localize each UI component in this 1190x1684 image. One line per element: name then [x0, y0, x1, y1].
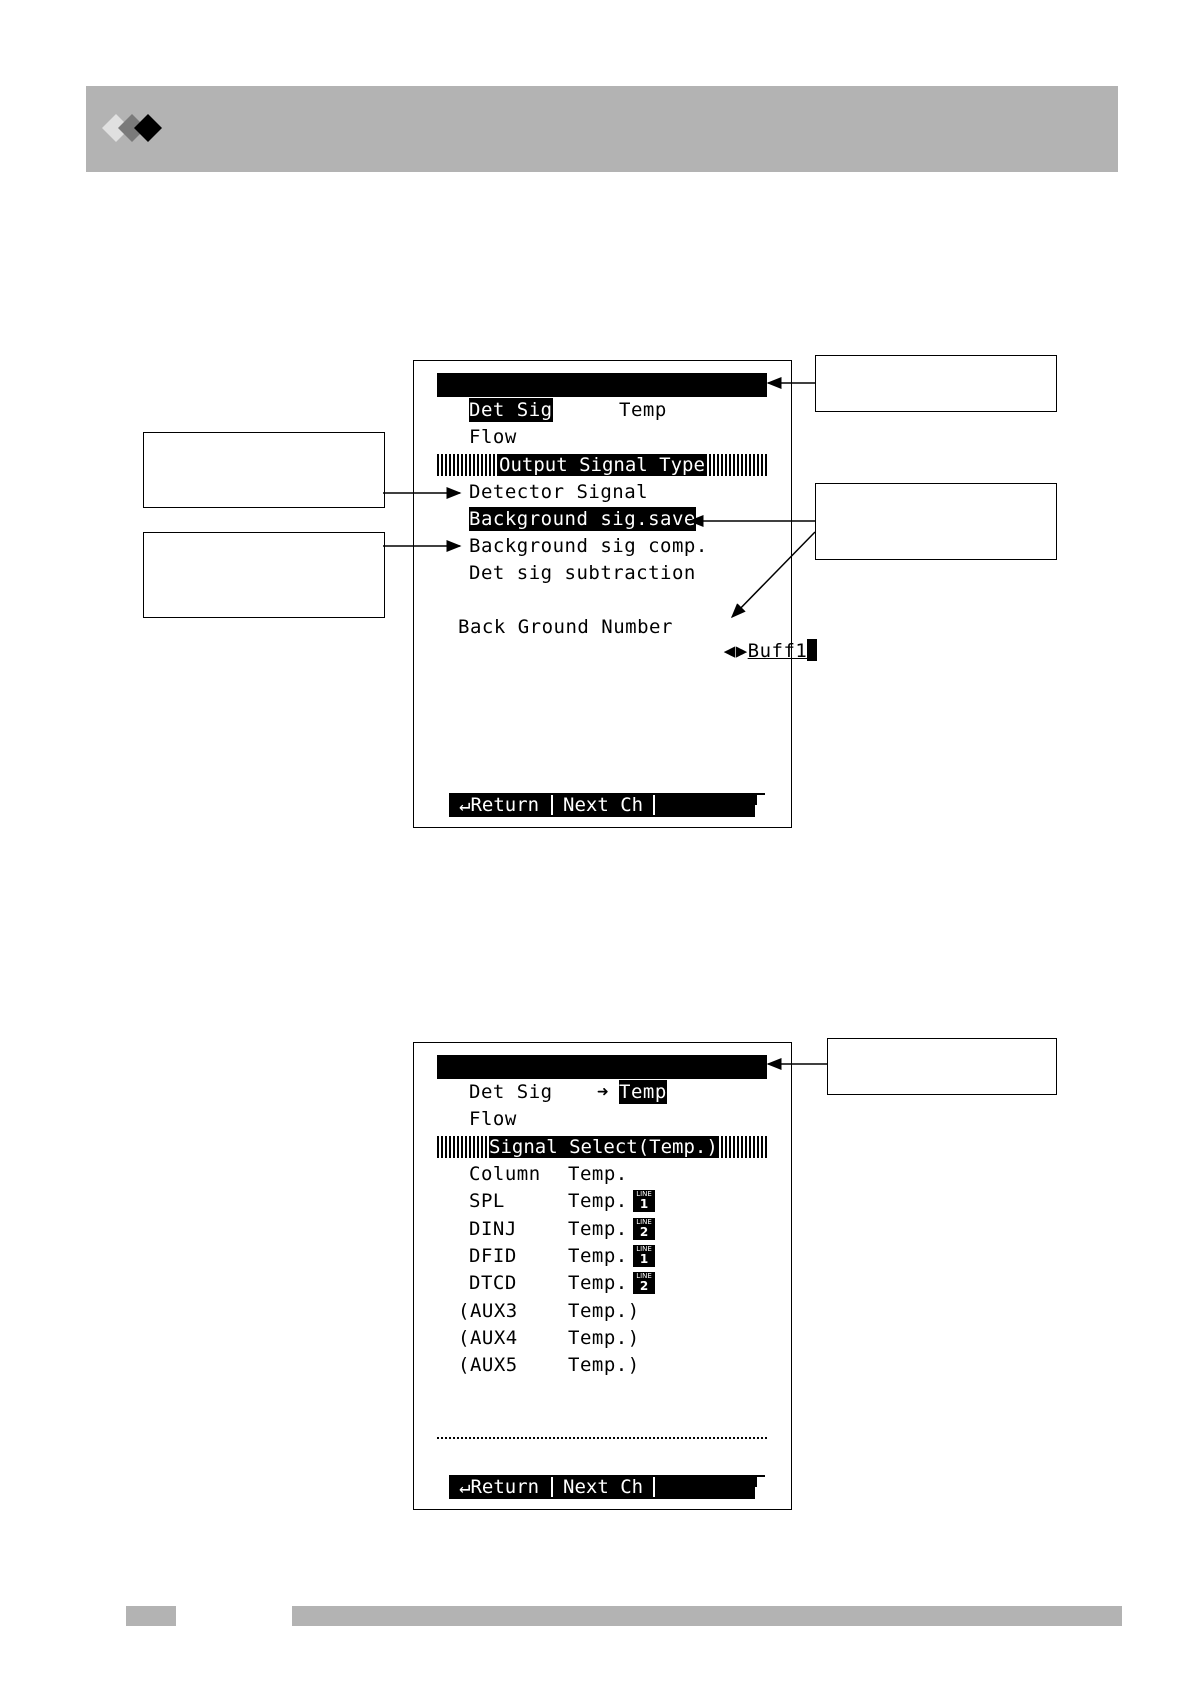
- header-bar: [86, 86, 1118, 172]
- signal-row-value[interactable]: Temp.): [568, 1326, 640, 1349]
- signal-row-name[interactable]: (AUX4: [458, 1326, 518, 1349]
- bg-number-selector[interactable]: ◀▶Buff1: [676, 615, 818, 687]
- option-background-sig-comp[interactable]: Background sig comp.: [469, 535, 708, 557]
- left-right-arrows-icon[interactable]: ◀▶: [723, 640, 748, 662]
- tab-flow[interactable]: Flow: [469, 1108, 517, 1130]
- signal-row-value[interactable]: Temp.: [568, 1163, 628, 1185]
- signal-row-value[interactable]: Temp.: [568, 1244, 628, 1267]
- lcd-screen-output-signal: Signal Setting Channel 1 Det Sig Temp Fl…: [413, 360, 818, 828]
- next-ch-softkey[interactable]: Next Ch: [563, 794, 644, 816]
- signal-row-value[interactable]: Temp.: [568, 1190, 628, 1213]
- signal-row-value[interactable]: Temp.: [568, 1217, 628, 1240]
- section-header-label: Output Signal Type: [499, 454, 705, 476]
- tab-det-sig[interactable]: Det Sig: [469, 1081, 553, 1103]
- callout-box-detector-signal: [143, 432, 385, 508]
- tab-temp[interactable]: Temp: [619, 1080, 667, 1104]
- signal-row-name[interactable]: DINJ: [469, 1217, 517, 1240]
- softkey-corner: [755, 1475, 765, 1487]
- softkey-separator: [653, 1477, 655, 1497]
- signal-row-name[interactable]: SPL: [469, 1190, 505, 1213]
- cursor-block: [807, 639, 818, 661]
- bg-number-value[interactable]: Buff1: [747, 640, 808, 662]
- footer-bar: [292, 1606, 1122, 1626]
- screen-title: Signal Setting: [437, 1080, 598, 1102]
- signal-row-name[interactable]: DFID: [469, 1244, 517, 1267]
- dotted-divider: [437, 1437, 767, 1439]
- callout-box-channel-2: [827, 1038, 1057, 1095]
- channel-label: Channel 1: [652, 1104, 755, 1126]
- screen-title-bar: Signal Setting Channel 1: [437, 373, 767, 444]
- callout-box-bg-comp: [143, 532, 385, 618]
- softkey-separator: [653, 795, 655, 815]
- softkey-separator: [551, 795, 553, 815]
- softkey-corner: [755, 793, 765, 805]
- signal-row-name[interactable]: Column: [469, 1163, 541, 1185]
- diamond-logo-icon: [102, 110, 172, 146]
- next-ch-softkey[interactable]: Next Ch: [563, 1476, 644, 1498]
- pointer-arrow-icon: ➜: [597, 1081, 609, 1103]
- channel-label: Channel 1: [652, 422, 755, 444]
- option-detector-signal[interactable]: Detector Signal: [469, 481, 649, 503]
- bg-number-label: Back Ground Number: [458, 616, 673, 638]
- section-header: Output Signal Type: [437, 454, 767, 476]
- section-header: Signal Select(Temp.): [437, 1136, 767, 1158]
- option-background-sig-save[interactable]: Background sig.save: [469, 507, 696, 531]
- softkey-bar: ↵Return Next Ch: [449, 793, 765, 817]
- tab-flow[interactable]: Flow: [469, 426, 517, 448]
- signal-row-name[interactable]: (AUX3: [458, 1299, 518, 1322]
- return-arrow-icon: ↵: [459, 1476, 471, 1498]
- callout-box-bg-save: [815, 483, 1057, 560]
- callout-box-channel: [815, 355, 1057, 412]
- footer-page-tab: [126, 1606, 176, 1626]
- softkey-separator: [551, 1477, 553, 1497]
- signal-row-name[interactable]: (AUX5: [458, 1354, 518, 1377]
- signal-row-value[interactable]: Temp.): [568, 1354, 640, 1377]
- screen-title-bar: Signal Setting Channel 1: [437, 1055, 767, 1126]
- option-det-sig-subtraction[interactable]: Det sig subtraction: [469, 562, 696, 584]
- return-softkey[interactable]: ↵Return: [459, 794, 540, 816]
- tab-temp[interactable]: Temp: [619, 399, 667, 421]
- lcd-screen-signal-select: Signal Setting Channel 1 Det Sig ➜ Temp …: [413, 1042, 792, 1510]
- signal-row-value[interactable]: Temp.: [568, 1272, 628, 1295]
- return-arrow-icon: ↵: [459, 794, 471, 816]
- tab-det-sig[interactable]: Det Sig: [469, 398, 553, 422]
- signal-row-value[interactable]: Temp.): [568, 1299, 640, 1322]
- softkey-bar: ↵Return Next Ch: [449, 1475, 765, 1499]
- return-softkey[interactable]: ↵Return: [459, 1476, 540, 1498]
- section-header-label: Signal Select(Temp.): [489, 1136, 718, 1158]
- signal-row-name[interactable]: DTCD: [469, 1272, 517, 1295]
